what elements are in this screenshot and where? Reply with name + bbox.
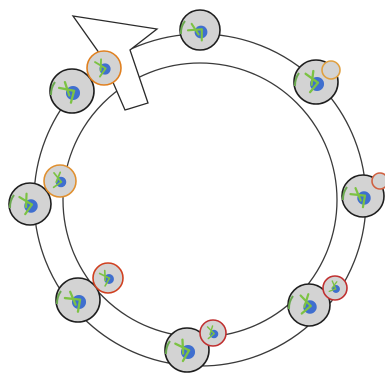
bud-cell [372, 173, 385, 189]
cell-stage-right [342, 173, 385, 217]
cell-stages [9, 10, 385, 372]
bud-cell [322, 61, 340, 79]
cell-stage-left [9, 165, 76, 225]
cell-stage-bottom [165, 320, 226, 372]
cell-stage-lower-right [288, 276, 347, 326]
cell-stage-lower-left [56, 263, 123, 322]
cell-stage-upper-right [294, 60, 340, 104]
cell-stage-upper-left [50, 51, 121, 113]
cell-stage-top [180, 10, 220, 50]
